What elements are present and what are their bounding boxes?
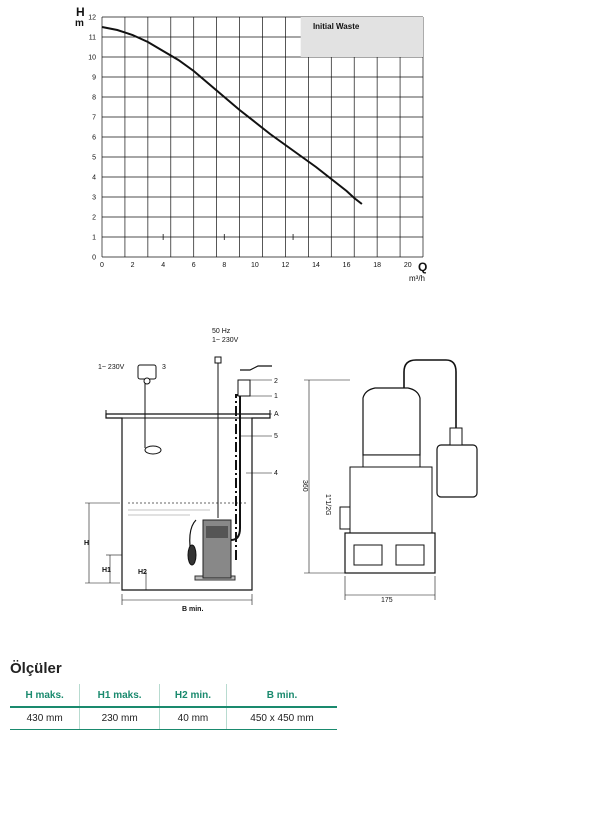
legend-label: Initial Waste — [313, 22, 360, 31]
outlet-thread-label: 1"1/2G — [324, 494, 331, 516]
x-tick-label: 2 — [131, 262, 135, 269]
alarm-float — [137, 364, 162, 455]
chart-grid — [101, 16, 424, 258]
header-b-min: B min. — [225, 684, 337, 708]
x-tick-label: 8 — [222, 262, 226, 269]
y-tick-label: 11 — [89, 35, 96, 42]
x-tick-label: 18 — [373, 262, 381, 269]
cell-h-max: 430 mm — [10, 707, 80, 730]
x-tick-label: 6 — [192, 262, 196, 269]
legend-box — [300, 17, 423, 57]
cell-h1-max: 230 mm — [79, 707, 160, 730]
supply-frequency-label: 50 Hz — [212, 328, 231, 335]
y-tick-label: 4 — [92, 175, 96, 182]
x-tick-label: 20 — [404, 262, 412, 269]
table-row: 430 mm 230 mm 40 mm 450 x 450 mm — [10, 707, 337, 730]
installation-diagram: 50 Hz 1~ 230V 1~ 230V 3 2 1 A 5 4 H H1 H… — [84, 328, 478, 613]
y-tick-label: 5 — [92, 155, 96, 162]
y-tick-label: 0 — [92, 255, 96, 262]
dimensions-table: H maks. H1 maks. H2 min. B min. 430 mm 2… — [10, 684, 337, 730]
x-tick-label: 16 — [343, 262, 351, 269]
y-tick-label: 6 — [92, 135, 96, 142]
series-line-initial-waste — [101, 26, 363, 205]
pump-width-label: 175 — [381, 597, 393, 604]
x-tick-label: 4 — [161, 262, 165, 269]
x-tick-label: 12 — [282, 262, 290, 269]
dim-H1-label: H1 — [102, 567, 111, 574]
y-tick-label: 3 — [92, 195, 96, 202]
y-tick-label: 12 — [88, 15, 96, 22]
callout-4: 4 — [274, 470, 278, 477]
y-tick-label: 1 — [92, 235, 96, 242]
alarm-voltage-label: 1~ 230V — [98, 364, 125, 371]
x-axis-unit: m³/h — [409, 274, 425, 283]
pump-side-view — [339, 359, 478, 574]
callout-5: 5 — [274, 433, 278, 440]
curve-marks — [162, 234, 294, 240]
dim-H-label: H — [84, 540, 89, 547]
y-tick-label: 2 — [92, 215, 96, 222]
power-cable — [214, 356, 222, 376]
callout-3: 3 — [162, 364, 166, 371]
x-tick-label: 10 — [251, 262, 259, 269]
y-tick-label: 9 — [92, 75, 96, 82]
sump-pit — [105, 410, 271, 591]
section-title-dimensions: Ölçüler — [10, 660, 62, 677]
x-tick-label: 0 — [100, 262, 104, 269]
y-axis-symbol: H — [76, 5, 85, 19]
pump-height-label: 360 — [301, 480, 308, 492]
x-tick-labels: 0 2 4 6 8 10 12 14 16 18 20 — [100, 262, 412, 269]
supply-voltage-label: 1~ 230V — [212, 337, 239, 344]
y-tick-label: 8 — [92, 95, 96, 102]
x-axis-symbol: Q — [418, 260, 427, 274]
pump-in-pit — [187, 360, 272, 579]
dim-B-label: B min. — [182, 606, 203, 613]
y-tick-label: 10 — [88, 55, 96, 62]
y-axis-unit: m — [75, 18, 84, 29]
cell-b-min: 450 x 450 mm — [225, 707, 337, 730]
header-h2-min: H2 min. — [158, 684, 227, 708]
cell-h2-min: 40 mm — [158, 707, 227, 730]
x-tick-label: 14 — [312, 262, 320, 269]
callout-2: 2 — [274, 378, 278, 385]
callout-1: 1 — [274, 393, 278, 400]
dim-H2-label: H2 — [138, 569, 147, 576]
header-h1-max: H1 maks. — [79, 684, 160, 708]
header-h-max: H maks. — [10, 684, 80, 708]
callout-A: A — [274, 411, 279, 418]
y-tick-label: 7 — [92, 115, 96, 122]
table-header-row: H maks. H1 maks. H2 min. B min. — [10, 684, 337, 708]
